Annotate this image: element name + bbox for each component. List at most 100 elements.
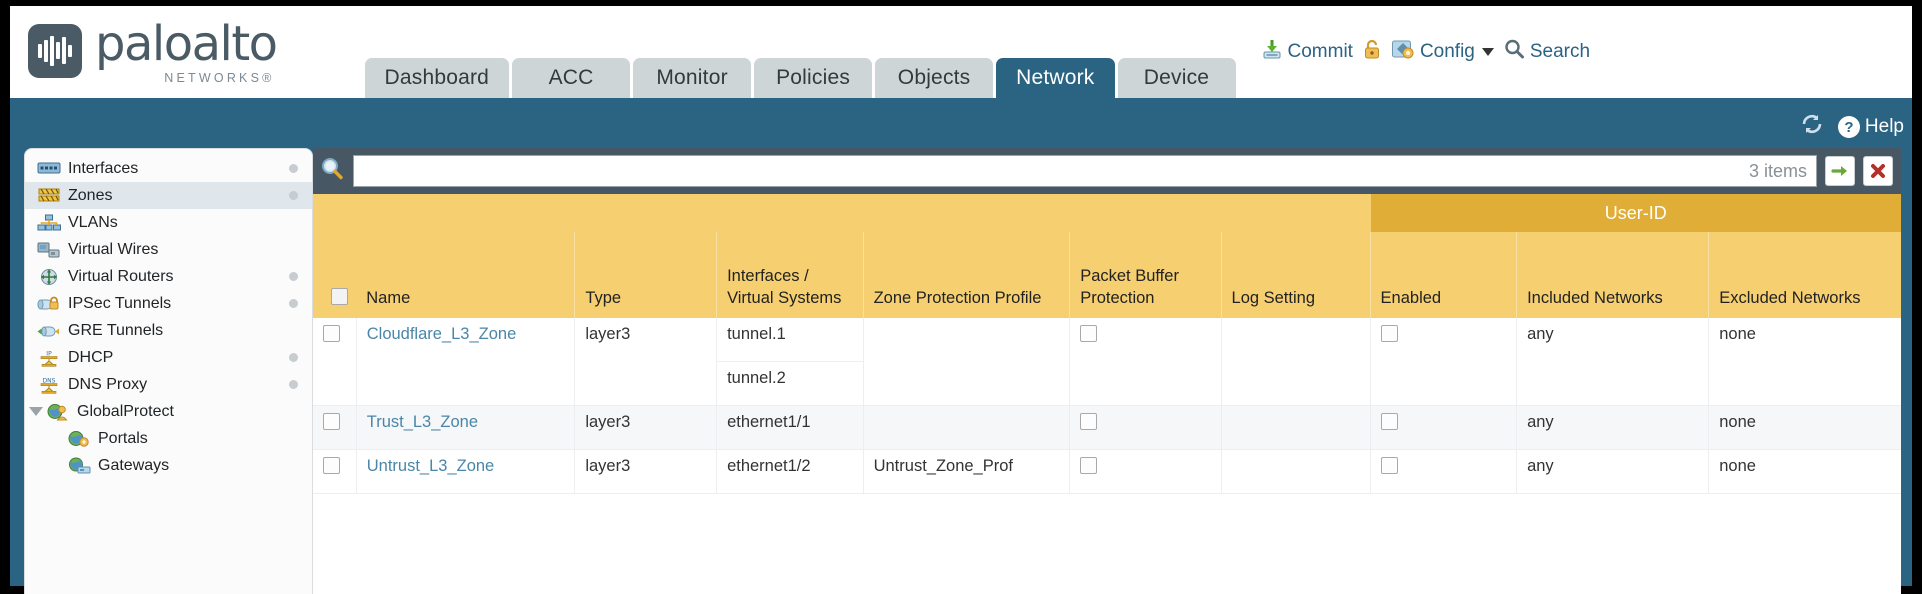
cell-type: layer3 <box>574 405 717 450</box>
tab-device[interactable]: Device <box>1117 58 1236 98</box>
config-button[interactable]: Config <box>1391 38 1494 66</box>
zones-table: User-ID Name Type Interfaces / Virtual S… <box>313 194 1901 494</box>
packet-buffer-protection-checkbox[interactable] <box>1080 413 1098 430</box>
cell-user-id-enabled <box>1369 405 1517 450</box>
tab-network[interactable]: Network <box>996 58 1115 98</box>
search-button[interactable]: Search <box>1503 38 1590 66</box>
portals-icon <box>67 430 91 448</box>
table-row[interactable]: Cloudflare_L3_Zone layer3 tunnel.1 tunne… <box>313 318 1901 406</box>
lock-button[interactable] <box>1362 38 1382 66</box>
red-x-icon <box>1871 164 1885 178</box>
tab-objects[interactable]: Objects <box>875 58 994 98</box>
cell-excluded-networks: none <box>1708 449 1901 494</box>
sidebar-item-gre-tunnels[interactable]: GRE Tunnels <box>25 317 312 344</box>
user-id-enabled-checkbox[interactable] <box>1380 457 1398 474</box>
column-header-log-setting[interactable]: Log Setting <box>1220 232 1371 318</box>
sidebar-item-globalprotect[interactable]: GlobalProtect <box>25 398 312 425</box>
cell-packet-buffer-protection <box>1069 405 1222 450</box>
status-dot <box>289 191 298 200</box>
expand-triangle-icon[interactable] <box>29 407 43 416</box>
row-checkbox[interactable] <box>323 413 340 430</box>
sidebar-item-dhcp[interactable]: IP DHCP <box>25 344 312 371</box>
column-header-excluded-networks[interactable]: Excluded Networks <box>1708 232 1901 318</box>
cell-interfaces: ethernet1/2 <box>716 449 864 494</box>
packet-buffer-protection-checkbox[interactable] <box>1080 325 1098 342</box>
sidebar-item-vlans[interactable]: VLANs <box>25 209 312 236</box>
sidebar-item-label: VLANs <box>68 213 118 231</box>
packet-buffer-protection-checkbox[interactable] <box>1080 457 1098 474</box>
table-row[interactable]: Untrust_L3_Zone layer3 ethernet1/2 Untru… <box>313 449 1901 494</box>
column-header-zone-protection-profile[interactable]: Zone Protection Profile <box>862 232 1070 318</box>
lock-icon <box>1362 38 1382 66</box>
cell-type: layer3 <box>574 318 717 406</box>
table-row[interactable]: Trust_L3_Zone layer3 ethernet1/1 <box>313 405 1901 450</box>
main-nav-tabs: Dashboard ACC Monitor Policies Objects N… <box>364 6 1239 98</box>
sidebar-item-gateways[interactable]: Gateways <box>25 452 312 479</box>
status-dot <box>289 272 298 281</box>
clear-filter-button[interactable] <box>1863 156 1893 186</box>
interfaces-icon <box>37 160 61 178</box>
sidebar-item-interfaces[interactable]: Interfaces <box>25 155 312 182</box>
group-header-row: User-ID <box>313 194 1901 232</box>
interface-item: ethernet1/1 <box>727 413 811 431</box>
help-button[interactable]: ? Help <box>1837 116 1904 138</box>
cell-packet-buffer-protection <box>1069 318 1222 406</box>
cell-name[interactable]: Untrust_L3_Zone <box>355 449 575 494</box>
tab-dashboard[interactable]: Dashboard <box>364 58 510 98</box>
sidebar-item-label: GlobalProtect <box>77 402 174 420</box>
user-id-enabled-checkbox[interactable] <box>1380 325 1398 342</box>
row-checkbox[interactable] <box>323 325 340 342</box>
tab-acc[interactable]: ACC <box>512 58 631 98</box>
chevron-down-icon[interactable] <box>1481 48 1494 56</box>
top-actions: Commit <box>1261 38 1590 66</box>
tab-monitor[interactable]: Monitor <box>633 58 752 98</box>
sidebar-item-label: Virtual Routers <box>68 267 174 285</box>
sidebar-item-label: Interfaces <box>68 159 139 177</box>
sidebar-item-label: IPSec Tunnels <box>68 294 172 312</box>
sidebar-item-virtual-routers[interactable]: Virtual Routers <box>25 263 312 290</box>
gre-tunnels-icon <box>37 322 61 340</box>
column-header-interfaces[interactable]: Interfaces / Virtual Systems <box>716 232 864 318</box>
sidebar-item-zones[interactable]: Zones <box>25 182 312 209</box>
dhcp-icon: IP <box>37 349 61 367</box>
select-all-header <box>313 232 357 318</box>
commit-button[interactable]: Commit <box>1261 38 1353 66</box>
sidebar-item-label: DHCP <box>68 348 114 366</box>
zones-table-wrapper: User-ID Name Type Interfaces / Virtual S… <box>313 194 1901 594</box>
dns-proxy-icon: DNS <box>37 376 61 394</box>
filter-bar: 3 items <box>313 148 1901 194</box>
sidebar-item-virtual-wires[interactable]: Virtual Wires <box>25 236 312 263</box>
cell-interfaces: ethernet1/1 <box>716 405 864 450</box>
search-input[interactable]: 3 items <box>353 155 1817 187</box>
cell-name[interactable]: Cloudflare_L3_Zone <box>355 318 575 406</box>
sidebar-item-ipsec-tunnels[interactable]: IPSec Tunnels <box>25 290 312 317</box>
row-select-cell <box>313 318 357 406</box>
cell-user-id-enabled <box>1369 318 1517 406</box>
cell-log-setting <box>1220 318 1371 406</box>
user-id-enabled-checkbox[interactable] <box>1380 413 1398 430</box>
cell-included-networks: any <box>1516 318 1709 406</box>
content-panel: 3 items <box>313 148 1901 594</box>
cell-excluded-networks: none <box>1708 318 1901 406</box>
green-arrow-icon <box>1831 166 1847 176</box>
search-icon[interactable] <box>319 156 345 186</box>
column-header-type[interactable]: Type <box>574 232 717 318</box>
sidebar-item-dns-proxy[interactable]: DNS DNS Proxy <box>25 371 312 398</box>
sidebar-item-portals[interactable]: Portals <box>25 425 312 452</box>
apply-filter-button[interactable] <box>1825 156 1855 186</box>
column-header-included-networks[interactable]: Included Networks <box>1516 232 1709 318</box>
refresh-icon[interactable] <box>1799 112 1825 142</box>
column-header-name[interactable]: Name <box>356 232 575 318</box>
tab-policies[interactable]: Policies <box>754 58 873 98</box>
brand-sub: NETWORKS® <box>164 70 275 85</box>
select-all-checkbox[interactable] <box>331 288 349 305</box>
utility-row: ? Help <box>1799 112 1904 142</box>
column-header-enabled[interactable]: Enabled <box>1369 232 1517 318</box>
sidebar: Interfaces Zones <box>24 148 313 594</box>
cell-log-setting <box>1220 405 1371 450</box>
row-select-cell <box>313 405 357 450</box>
cell-name[interactable]: Trust_L3_Zone <box>355 405 575 450</box>
column-header-packet-buffer-protection[interactable]: Packet Buffer Protection <box>1069 232 1222 318</box>
row-checkbox[interactable] <box>323 457 340 474</box>
